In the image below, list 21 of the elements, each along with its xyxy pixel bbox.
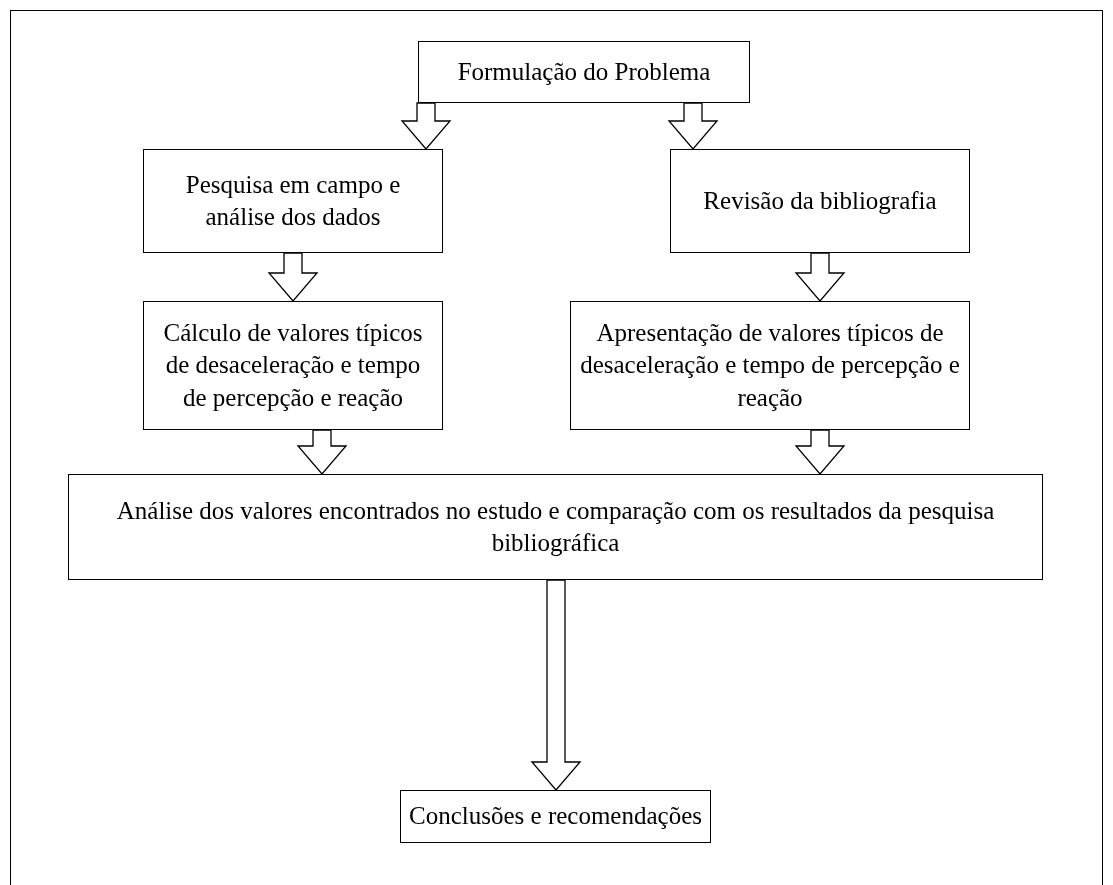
process-box [670, 149, 970, 253]
box-text: Formulação do Problema [457, 56, 711, 87]
block-arrow [794, 252, 846, 302]
block-arrow [400, 102, 452, 150]
box-text: Análise dos valores encontrados no estudo e comparação com os resultados da pesquisa bibliográfica [115, 495, 996, 558]
process-box [570, 301, 970, 430]
block-arrow [794, 429, 846, 475]
process-box [400, 790, 711, 843]
box-text: Revisão da bibliografia [703, 185, 937, 216]
block-arrow [296, 429, 348, 475]
box-text: Apresentação de valores típicos de desaceleração e tempo de percepção e reação [579, 317, 961, 413]
block-arrow [267, 252, 319, 302]
block-arrow [667, 102, 719, 150]
block-arrow [530, 579, 582, 791]
process-box [418, 41, 750, 103]
process-box [143, 301, 443, 430]
box-text: Conclusões e recomendações [409, 801, 702, 832]
process-box [143, 149, 443, 253]
process-box [68, 474, 1043, 580]
box-text: Pesquisa em campo e análise dos dados [184, 169, 402, 232]
box-text: Cálculo de valores típicos de desaceleração e tempo de percepção e reação [162, 317, 424, 413]
